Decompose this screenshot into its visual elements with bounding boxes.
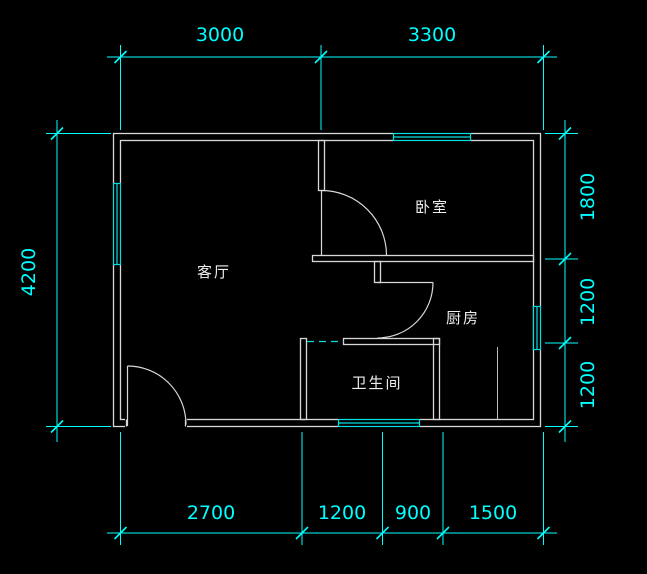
dim-tick	[558, 336, 572, 350]
dim-label-top-2: 3300	[408, 24, 456, 46]
dim-label-bottom-1: 2700	[187, 502, 235, 524]
dim-label-left-1: 4200	[18, 248, 40, 296]
wall-kitchen-west-stub	[373, 260, 382, 284]
room-label-bathroom: 卫生间	[351, 374, 402, 392]
entry-door-arc	[127, 365, 187, 425]
dim-tick	[558, 419, 572, 434]
wall-openings	[112, 132, 542, 429]
dim-tick	[536, 526, 551, 540]
room-labels: 客厅 卧室 厨房 卫生间	[197, 198, 480, 392]
outer-wall-outline	[112, 132, 542, 428]
interior-walls	[299, 139, 535, 421]
dim-label-bottom-2: 1200	[318, 502, 366, 524]
dim-label-right-1: 1800	[577, 173, 599, 221]
dim-tick	[295, 526, 309, 540]
dimension-right: 1800 1200 1200	[545, 120, 599, 442]
dim-tick	[536, 50, 551, 64]
dim-tick	[50, 126, 64, 141]
dim-tick	[113, 526, 128, 540]
wall-bathroom-north	[342, 337, 441, 346]
dim-label-top-1: 3000	[196, 24, 244, 46]
dimension-left: 4200	[18, 120, 111, 442]
dim-label-bottom-4: 1500	[469, 502, 517, 524]
windows	[112, 132, 542, 428]
dim-label-right-2: 1200	[577, 278, 599, 326]
outer-wall-inner-outline	[119, 139, 535, 421]
dim-tick	[558, 126, 572, 141]
dim-tick	[558, 252, 572, 266]
outer-walls	[112, 132, 542, 428]
dim-tick	[314, 50, 328, 64]
dim-tick	[436, 526, 450, 540]
room-label-kitchen: 厨房	[446, 309, 480, 327]
wall-bedroom-south	[311, 254, 535, 263]
dimension-bottom: 2700 1200 900 1500	[107, 432, 557, 545]
wall-bathroom-east	[432, 337, 441, 421]
wall-bathroom-west	[299, 337, 308, 421]
dim-tick	[50, 419, 64, 434]
dim-label-right-3: 1200	[577, 361, 599, 409]
dim-label-bottom-3: 900	[395, 502, 431, 524]
dim-tick	[375, 526, 390, 540]
wall-living-bedroom	[317, 139, 326, 192]
doors	[126, 189, 434, 426]
dim-tick	[113, 50, 128, 64]
bedroom-door-arc	[321, 189, 388, 256]
dimension-top: 3000 3300	[107, 24, 557, 130]
kitchen-door-arc	[377, 282, 434, 339]
room-label-living: 客厅	[197, 263, 231, 281]
entry-door-opening	[125, 418, 187, 429]
room-label-bedroom: 卧室	[415, 198, 449, 216]
